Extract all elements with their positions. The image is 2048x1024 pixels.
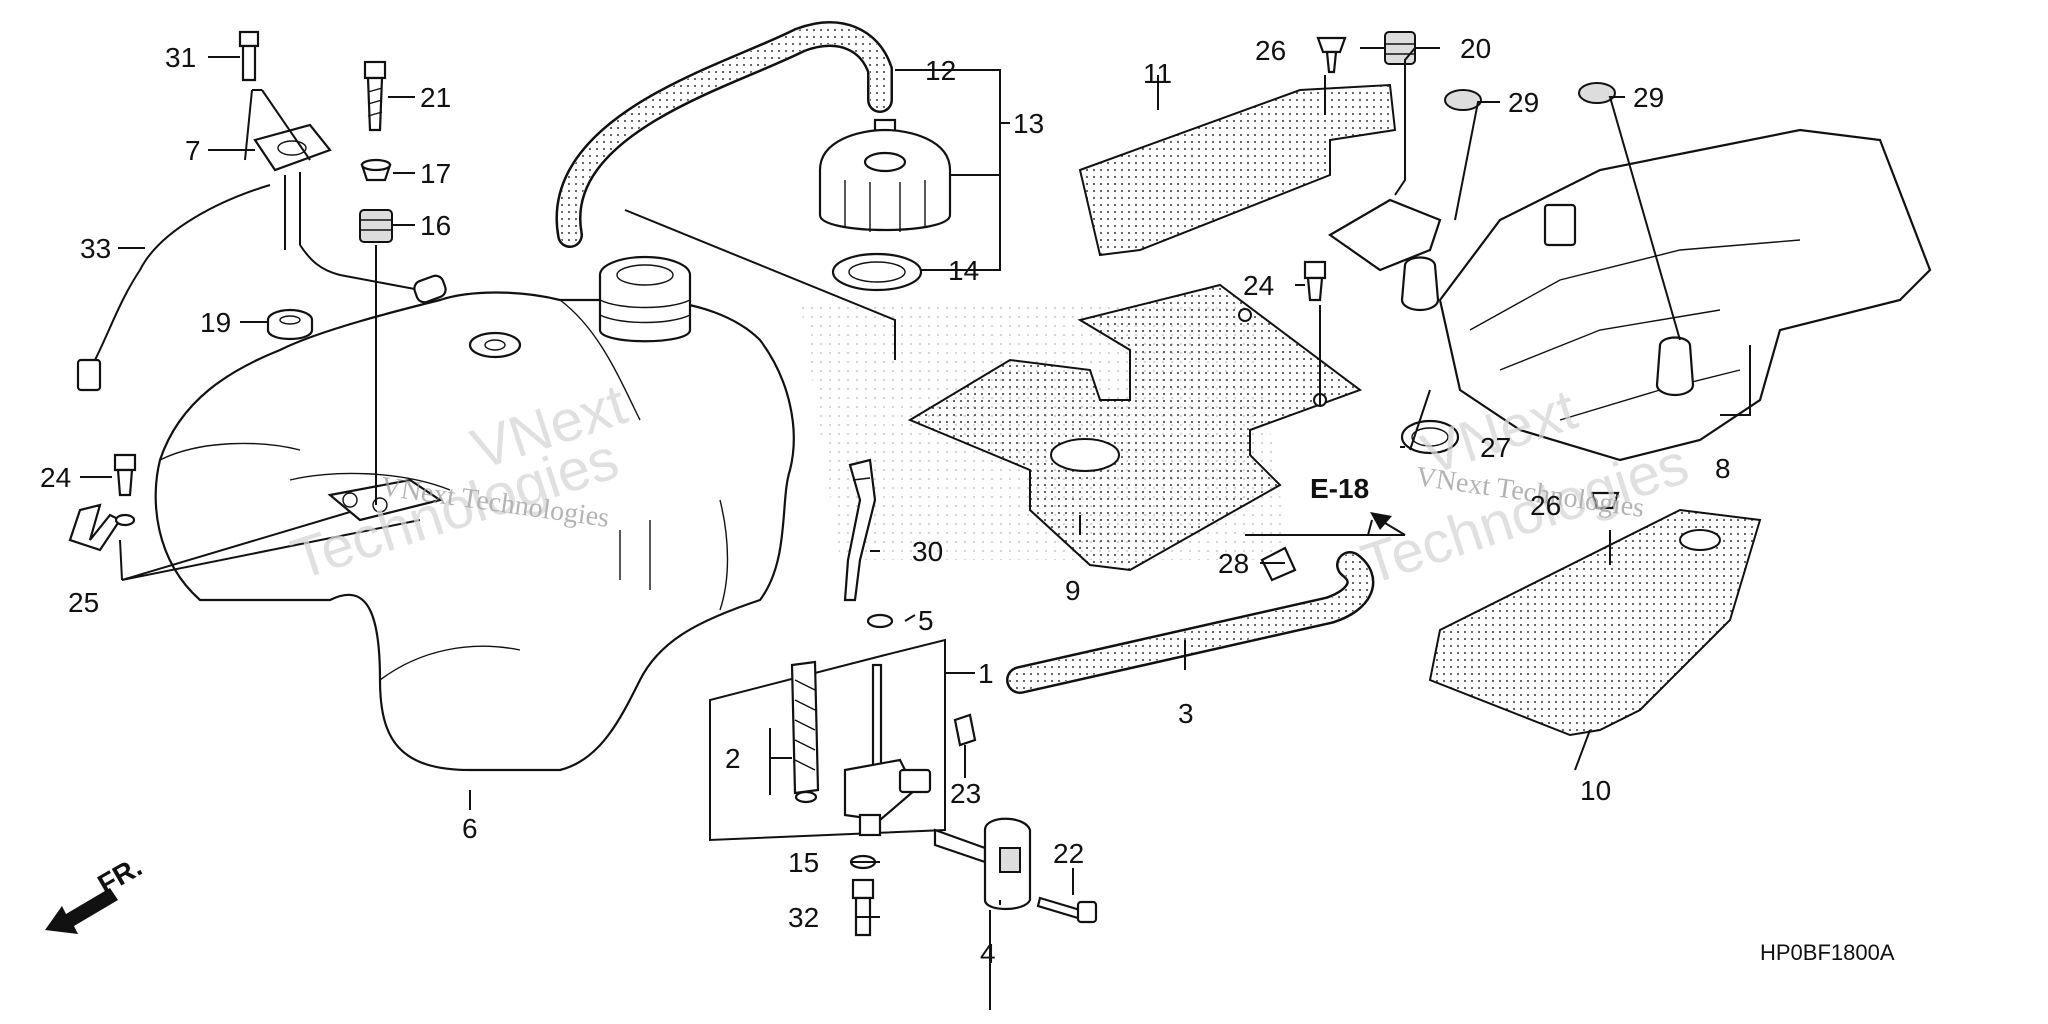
strainer-2 bbox=[790, 660, 820, 804]
cap-gasket bbox=[831, 252, 923, 292]
clip-24-left bbox=[113, 453, 137, 497]
label-27: 27 bbox=[1480, 432, 1511, 463]
label-25: 25 bbox=[68, 587, 99, 618]
grommet-16 bbox=[359, 209, 393, 243]
label-31: 31 bbox=[165, 42, 196, 73]
label-5: 5 bbox=[918, 605, 934, 636]
bolt-31 bbox=[238, 30, 260, 82]
label-28: 28 bbox=[1218, 548, 1249, 579]
mat-11 bbox=[1078, 83, 1397, 257]
grommet-20 bbox=[1384, 31, 1416, 65]
breather-tube bbox=[555, 21, 893, 248]
label-19: 19 bbox=[200, 307, 231, 338]
label-32: 32 bbox=[788, 902, 819, 933]
label-12: 12 bbox=[925, 55, 956, 86]
label-16: 16 bbox=[420, 210, 451, 241]
front-direction-arrow bbox=[45, 888, 118, 934]
label-14: 14 bbox=[948, 255, 979, 286]
cap-29-left bbox=[1444, 89, 1482, 111]
label-9: 9 bbox=[1065, 575, 1081, 606]
label-1: 1 bbox=[978, 658, 994, 689]
clip-24-right bbox=[1303, 260, 1327, 302]
cap-29-right bbox=[1578, 82, 1616, 104]
label-24-left: 24 bbox=[40, 462, 71, 493]
fuel-hose-3 bbox=[1006, 551, 1375, 694]
label-21: 21 bbox=[420, 82, 451, 113]
label-20: 20 bbox=[1460, 33, 1491, 64]
label-22: 22 bbox=[1053, 838, 1084, 869]
clip-26-top bbox=[1316, 36, 1347, 74]
diagram-code: HP0BF1800A bbox=[1760, 940, 1895, 965]
label-13: 13 bbox=[1013, 108, 1044, 139]
label-8: 8 bbox=[1715, 453, 1731, 484]
label-33: 33 bbox=[80, 233, 111, 264]
fuel-valve bbox=[709, 638, 946, 842]
reference-arrow bbox=[1370, 512, 1406, 536]
fuel-level-sender bbox=[76, 123, 447, 392]
clip-23 bbox=[953, 713, 977, 747]
leader-lines bbox=[80, 47, 1751, 1010]
label-3: 3 bbox=[1178, 698, 1194, 729]
label-4: 4 bbox=[980, 938, 996, 969]
clip-26-bottom bbox=[1590, 491, 1620, 510]
label-6: 6 bbox=[462, 813, 478, 844]
mat-10 bbox=[1428, 508, 1762, 737]
label-7: 7 bbox=[185, 135, 201, 166]
front-label: FR. bbox=[93, 851, 148, 900]
label-26-bottom: 26 bbox=[1530, 490, 1561, 521]
band-25 bbox=[68, 503, 136, 552]
valve-knob-4 bbox=[933, 817, 1032, 910]
label-24-right: 24 bbox=[1243, 270, 1274, 301]
grommet-19 bbox=[266, 308, 314, 340]
label-26-top: 26 bbox=[1255, 35, 1286, 66]
label-30: 30 bbox=[912, 536, 943, 567]
bolt-32 bbox=[851, 878, 875, 937]
strap-30 bbox=[843, 458, 877, 602]
label-29-left: 29 bbox=[1508, 87, 1539, 118]
label-17: 17 bbox=[420, 158, 451, 189]
frame-8 bbox=[1327, 128, 1932, 462]
label-2: 2 bbox=[725, 743, 741, 774]
washer-17 bbox=[360, 158, 392, 182]
label-15: 15 bbox=[788, 847, 819, 878]
fuel-cap bbox=[818, 118, 952, 232]
reference-e18: E-18 bbox=[1310, 473, 1369, 504]
label-11: 11 bbox=[1143, 58, 1172, 89]
label-10: 10 bbox=[1580, 775, 1611, 806]
bolt-21 bbox=[363, 60, 387, 132]
screw-22 bbox=[1036, 896, 1098, 924]
fuel-tank bbox=[154, 255, 795, 772]
part-labels: 31 7 33 19 21 17 16 24 25 6 12 13 14 11 … bbox=[40, 33, 1731, 969]
o-ring-5 bbox=[866, 613, 894, 629]
label-23: 23 bbox=[950, 778, 981, 809]
label-29-right: 29 bbox=[1633, 82, 1664, 113]
